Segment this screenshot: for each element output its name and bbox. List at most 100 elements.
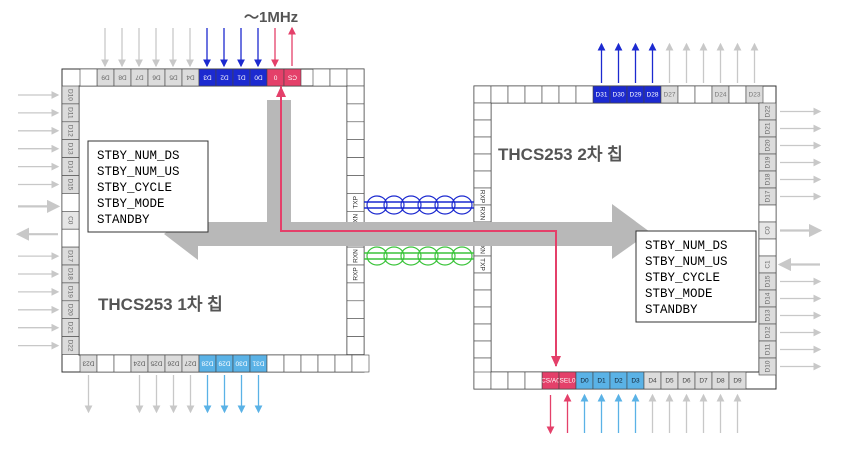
chip1-left-pin-7-label: C0 <box>67 216 74 225</box>
chip1-bottom-pin-9-label: D30 <box>235 360 247 367</box>
chip2-reg-4: STBY_MODE <box>645 287 713 301</box>
chip2-top-empty-6 <box>575 85 594 104</box>
chip2-bottom-pin-11 <box>728 371 747 390</box>
chip2-bottom-pin-11-label: D9 <box>733 378 742 385</box>
chip1-reg-2: STBY_NUM_US <box>97 165 180 179</box>
link-down-loop-4 <box>434 195 456 215</box>
chip2-top-pin-3-label: D28 <box>647 92 659 99</box>
link-up-loop-3 <box>417 246 439 266</box>
link-down-loop-3 <box>417 195 439 215</box>
chip2-top-empty-0 <box>473 85 492 104</box>
chip1-top-pin-11-label: CS <box>287 74 297 81</box>
chip1-left-pin-9-label: D17 <box>67 250 74 262</box>
chip1-left-pin-11-label: D19 <box>67 286 74 298</box>
chip1-left-pin-10-label: D18 <box>67 268 74 280</box>
chip1-bottom-pin-8-label: D29 <box>218 360 230 367</box>
chip2-left-pin-13 <box>473 323 492 342</box>
chip1-top-empty-2 <box>346 68 365 87</box>
chip2-left-pin-8-label: TXN <box>479 241 486 254</box>
chip1-top-pin-2-label: D7 <box>135 74 144 81</box>
chip2-register-box <box>635 230 757 323</box>
chip2-left-pin-5-label: RXP <box>479 190 486 203</box>
chip1-bottom-empty-0 <box>266 354 285 373</box>
chip2-right-pin-6 <box>758 204 777 223</box>
chip2-bottom-pin-0-label: CS/A0 <box>541 378 560 385</box>
chip2-right-pin-12-label: D13 <box>765 309 772 321</box>
signal-arrows <box>15 26 823 435</box>
chip2-bottom-empty-0 <box>473 371 492 390</box>
chip1-bottom-pin-7-label: D28 <box>201 360 213 367</box>
chip1-bottom-pin-10-label: D31 <box>252 360 264 367</box>
chip1-top-empty-1 <box>329 68 348 87</box>
chip1-right-pin-2 <box>346 121 365 141</box>
chip1-top-pin-10-label: 0 <box>273 74 277 81</box>
chip1-left-pin-5-label: D15 <box>67 178 74 190</box>
chip1-bottom-empty-3 <box>317 354 336 373</box>
chip2-top-empty-4 <box>541 85 560 104</box>
chip1-bottom-pin-1 <box>96 354 115 373</box>
chip2-right-pin-8 <box>758 238 777 257</box>
chip1-left-pin-6 <box>61 193 80 212</box>
link-down-loop-0 <box>366 195 388 215</box>
chip2-right-pin-15 <box>758 357 777 376</box>
chip1-top-pin-4-label: D5 <box>169 74 178 81</box>
chip1-left-pin-2-label: D12 <box>67 125 74 137</box>
chip1-reg-3: STBY_CYCLE <box>97 181 172 195</box>
chip2-right-pin-7-label: C0 <box>765 226 772 235</box>
chip2-left-pin-10 <box>473 272 492 291</box>
chip1-reg-4: STBY_MODE <box>97 197 165 211</box>
chip2-right-pin-2-label: D20 <box>765 139 772 151</box>
chip2-left-pin-14 <box>473 340 492 359</box>
chip1-top-pin-9-label: D0 <box>254 74 263 81</box>
chip2-top-pin-4-label: D27 <box>664 92 676 99</box>
chip1-top-pin-3-label: D6 <box>152 74 161 81</box>
chip2-top-empty-1 <box>490 85 509 104</box>
chip2-right-pin-0-label: D22 <box>765 105 772 117</box>
chip1-right-pin-1 <box>346 103 365 123</box>
chip2-left-pin-3 <box>473 153 492 172</box>
link-down-loop-1 <box>383 195 405 215</box>
chip1-top-pin-6-label: D3 <box>203 74 212 81</box>
chip2-bottom-pin-8-label: D6 <box>682 378 691 385</box>
chip2-bottom-pin-4-label: D2 <box>614 378 623 385</box>
chip2-top-empty-5 <box>558 85 577 104</box>
link-up-loop-5 <box>451 246 473 266</box>
chip1-right-pin-10-label: RXP <box>353 267 360 280</box>
chip1-bottom-empty-4 <box>334 354 353 373</box>
chip2-left-pin-4 <box>473 170 492 189</box>
link-up-loop-0 <box>366 246 388 266</box>
chip1-bottom-pin-4-label: D25 <box>150 360 162 367</box>
chip1-bottom-pin-3-label: D24 <box>133 360 145 367</box>
chip2-top-pin-0-label: D31 <box>596 92 608 99</box>
chip1-bottom-empty-2 <box>300 354 319 373</box>
chip1-reg-1: STBY_NUM_DS <box>97 149 180 163</box>
chip1-right-pin-13 <box>346 318 365 337</box>
link-down-loop-2 <box>400 195 422 215</box>
chip2-left-pin-11 <box>473 289 492 308</box>
chip2-bottom-pin-7-label: D5 <box>665 378 674 385</box>
chip2-top-pin-8 <box>728 85 747 104</box>
chip2-reg-5: STANDBY <box>645 303 698 317</box>
chip2-right-pin-1-label: D21 <box>765 122 772 134</box>
chip1-reg-5: STANDBY <box>97 213 150 227</box>
twisted-pair-links <box>364 195 474 266</box>
chip1-register-box <box>87 140 209 233</box>
chip2-right-pin-15-label: D10 <box>765 360 772 372</box>
chip1-right-pin-11 <box>346 282 365 302</box>
chip2-right-pin-4-label: D18 <box>765 173 772 185</box>
chip2-top-pin-5 <box>677 85 696 104</box>
chip2-left-pin-12 <box>473 306 492 325</box>
chip2-top-empty-3 <box>524 85 543 104</box>
link-down-loop-5 <box>451 195 473 215</box>
clock-signal-line <box>280 86 557 366</box>
chip1-right-pin-5 <box>346 175 365 194</box>
chip1-left-pin-0-label: D10 <box>67 89 74 101</box>
link-up-loop-2 <box>400 246 422 266</box>
chip1-left-pin-12-label: D20 <box>67 304 74 316</box>
chip2-right-pin-13-label: D12 <box>765 326 772 338</box>
chip2-bottom-pin-6-label: D4 <box>648 378 657 385</box>
chip1-top-pin-1-label: D8 <box>118 74 127 81</box>
chip1-left-pin-4-label: D14 <box>67 161 74 173</box>
chip2-bottom-pin-1-label: SEL0 <box>560 378 576 385</box>
chip2-right-pin-5-label: D17 <box>765 190 772 202</box>
